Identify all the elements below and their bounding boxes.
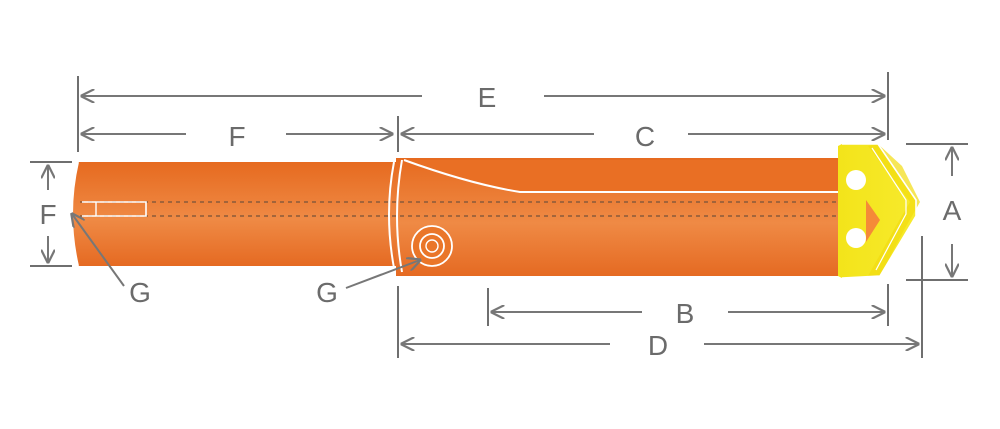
boring-bar-icon xyxy=(71,158,876,276)
tool-flat xyxy=(404,160,842,192)
label-d: D xyxy=(648,330,668,361)
label-c: C xyxy=(635,121,655,152)
label-g-left: G xyxy=(129,277,151,308)
leader-g-left xyxy=(72,214,125,287)
leader-g-mid xyxy=(345,260,420,289)
label-f-top: F xyxy=(228,121,245,152)
label-a: A xyxy=(943,195,962,226)
collar-ring-1 xyxy=(388,161,395,269)
label-b: B xyxy=(676,298,695,329)
coolant-port-rear xyxy=(82,201,147,217)
label-f-side: F xyxy=(39,199,56,230)
side-coolant-port-icon xyxy=(411,225,453,267)
cutting-insert-icon xyxy=(838,143,920,279)
collar-ring-2 xyxy=(396,159,403,273)
label-e: E xyxy=(478,82,497,113)
label-g-mid: G xyxy=(316,277,338,308)
tool-shank xyxy=(72,162,396,266)
flat-edge xyxy=(403,159,842,193)
